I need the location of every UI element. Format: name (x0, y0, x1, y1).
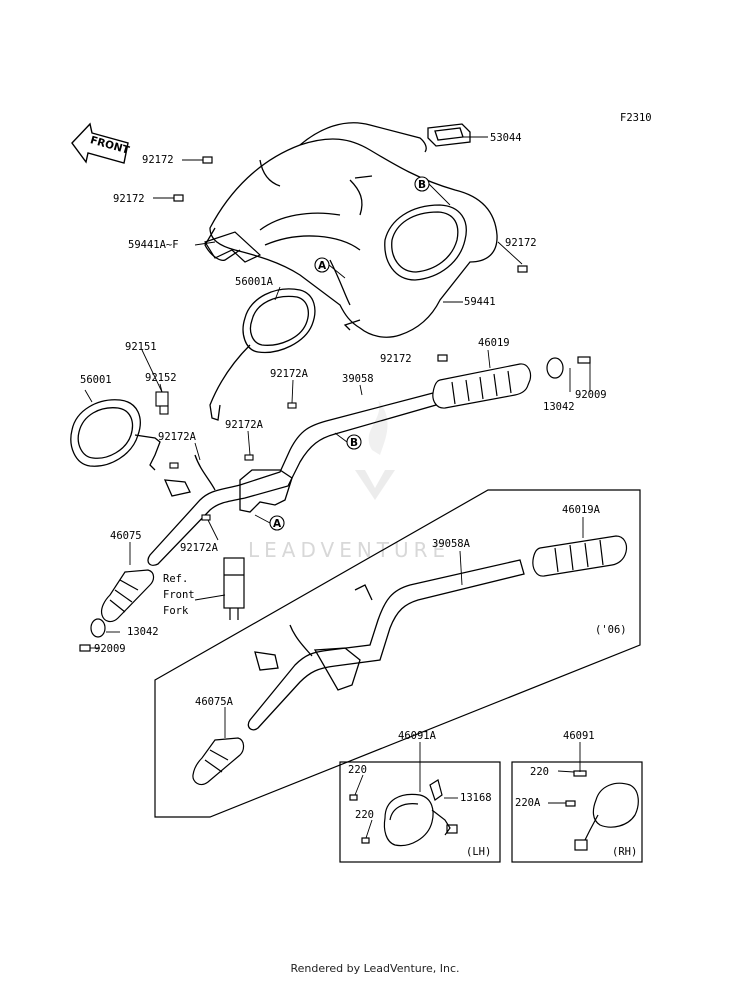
ref-note-line3: Fork (163, 605, 189, 617)
part-label-220: 220 (355, 809, 374, 821)
part-label-59441: 59441 (464, 296, 496, 308)
switch-box-lh (339, 761, 501, 863)
front-arrow-icon (71, 122, 129, 164)
alt-handlebar-box (154, 489, 641, 818)
part-label-92172a: 92172A (270, 368, 309, 380)
part-label-92152: 92152 (145, 372, 177, 384)
handlebar-39058 (147, 392, 437, 566)
callout-a-label: A (318, 260, 327, 272)
part-label-46075: 46075 (110, 530, 142, 542)
mirror-left (70, 399, 161, 471)
part-label-92009: 92009 (94, 643, 126, 655)
front-fork-ref (223, 557, 245, 620)
part-label-13168: 13168 (460, 792, 492, 804)
part-label-39058a: 39058A (432, 538, 471, 550)
watermark-text: LEADVENTURE (248, 538, 450, 562)
watermark-logo (355, 400, 395, 500)
part-label-56001a: 56001A (235, 276, 274, 288)
pad-53044 (427, 123, 471, 147)
part-label-46019a: 46019A (562, 504, 601, 516)
part-label-92151: 92151 (125, 341, 157, 353)
callout-pointer-lines (254, 183, 451, 524)
part-label-92172a: 92172A (225, 419, 264, 431)
part-label-46019: 46019 (478, 337, 510, 349)
handlebar-39058a (247, 559, 525, 731)
part-label-92172a: 92172A (180, 542, 219, 554)
part-label-92172a: 92172A (158, 431, 197, 443)
leader-lines (84, 136, 591, 839)
grip-46075a (192, 737, 245, 786)
callout-b-label: B (418, 179, 426, 191)
part-label-220: 220 (530, 766, 549, 778)
rh-note: (RH) (612, 846, 637, 858)
part-label-220: 220 (348, 764, 367, 776)
part-label-13042: 13042 (127, 626, 159, 638)
part-label-59441a-f: 59441A~F (128, 239, 179, 251)
ref-note-line1: Ref. (163, 573, 188, 585)
figure-code: F2310 (620, 112, 652, 124)
part-label-92172: 92172 (142, 154, 174, 166)
part-label-46091: 46091 (563, 730, 595, 742)
grip-46019a (532, 535, 628, 577)
part-label-92172: 92172 (380, 353, 412, 365)
part-label-56001: 56001 (80, 374, 112, 386)
lh-note: (LH) (466, 846, 491, 858)
footer-credit: Rendered by LeadVenture, Inc. (290, 962, 460, 975)
part-label-92009: 92009 (575, 389, 607, 401)
cowl-bracket (204, 231, 262, 263)
part-label-13042: 13042 (543, 401, 575, 413)
part-label-46091a: 46091A (398, 730, 437, 742)
switch-box-rh (511, 761, 643, 863)
grip-46019 (432, 356, 591, 409)
callout-b-label: B (350, 437, 358, 449)
part-label-46075a: 46075A (195, 696, 234, 708)
bolt-icon (155, 391, 297, 521)
ref-note-line2: Front (163, 589, 195, 601)
year-note: ('06) (595, 624, 627, 636)
callout-b-icon (346, 176, 430, 450)
part-label-53044: 53044 (490, 132, 522, 144)
callout-a-label: A (273, 518, 282, 530)
mirror-right (209, 288, 316, 421)
part-label-220a: 220A (515, 797, 541, 809)
part-label-39058: 39058 (342, 373, 374, 385)
part-label-92172: 92172 (113, 193, 145, 205)
grip-46075 (79, 569, 155, 652)
headlight-cowl (204, 122, 498, 338)
part-label-92172: 92172 (505, 237, 537, 249)
